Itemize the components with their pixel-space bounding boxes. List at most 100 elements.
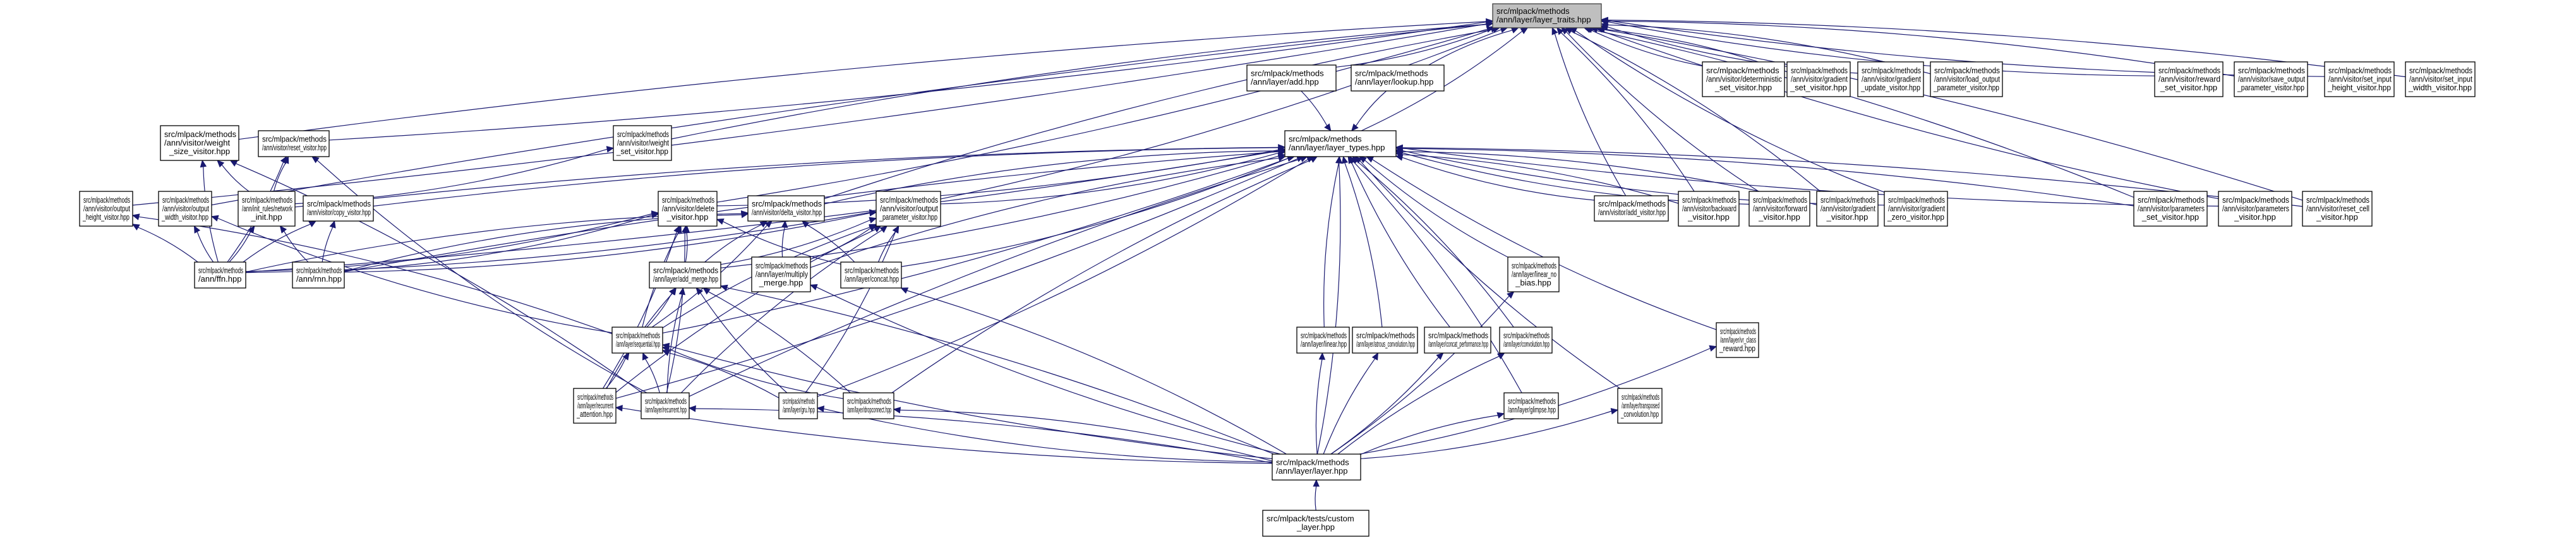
node-ffn[interactable]: src/mlpack/methods/ann/ffn.hpp <box>194 261 246 289</box>
node-output-width-visitor[interactable]: src/mlpack/methods/ann/visitor/output_wi… <box>158 191 212 227</box>
node-label-line: src/mlpack/tests/custom <box>1267 514 1354 524</box>
edge-layer-to-linear <box>1315 352 1326 455</box>
node-recurrent-attention[interactable]: src/mlpack/methods/ann/layer/recurrent_a… <box>573 388 617 424</box>
node-box <box>1507 256 1560 292</box>
edge-line <box>1360 411 1612 459</box>
node-reset-cell-visitor[interactable]: src/mlpack/methods/ann/visitor/reset_cel… <box>2302 191 2373 227</box>
node-label-line: /ann/init_rules/network <box>242 203 292 213</box>
edge-line <box>805 231 896 393</box>
node-label-line: /ann/visitor/parameters <box>2138 203 2205 213</box>
node-label-line: /ann/visitor/weight <box>164 138 230 147</box>
arrowhead-icon <box>217 160 225 168</box>
node-box <box>2133 191 2208 227</box>
arrowhead-icon <box>1354 156 1363 164</box>
node-label-line: /ann/visitor/gradient <box>1821 203 1875 213</box>
node-label-line: /ann/layer/add_merge.hpp <box>653 274 718 284</box>
node-gru[interactable]: src/mlpack/methods/ann/layer/gru.hpp <box>778 392 818 419</box>
node-concat[interactable]: src/mlpack/methods/ann/layer/concat.hpp <box>840 261 902 289</box>
node-label-line: _visitor.hpp <box>1687 212 1730 222</box>
edge-add_visitor-to-layer_traits <box>1551 27 1627 196</box>
node-network-init[interactable]: src/mlpack/methods/ann/init_rules/networ… <box>238 191 296 227</box>
node-add[interactable]: src/mlpack/methods/ann/layer/add.hpp <box>1246 64 1337 92</box>
edge-line <box>704 224 762 263</box>
node-copy-visitor[interactable]: src/mlpack/methods/ann/visitor/copy_visi… <box>303 195 374 222</box>
node-label-line: /ann/rnn.hpp <box>296 274 342 284</box>
node-label-line: src/mlpack/methods <box>2158 66 2220 75</box>
edge-line <box>1359 160 1620 389</box>
node-gradient-zero-visitor[interactable]: src/mlpack/methods/ann/visitor/gradient_… <box>1884 191 1948 227</box>
node-glimpse[interactable]: src/mlpack/methods/ann/layer/glimpse.hpp <box>1503 392 1559 419</box>
node-label-line: _width_visitor.hpp <box>2408 83 2472 92</box>
node-backward-visitor[interactable]: src/mlpack/methods/ann/visitor/backward_… <box>1678 191 1740 227</box>
edge-recurrent-to-output_parameter_visitor <box>680 225 888 393</box>
node-box <box>1786 61 1851 97</box>
node-output-parameter-visitor[interactable]: src/mlpack/methods/ann/visitor/output_pa… <box>876 191 941 227</box>
node-multiply-merge[interactable]: src/mlpack/methods/ann/layer/multiply_me… <box>751 256 811 292</box>
node-label-line: src/mlpack/methods <box>2138 195 2205 205</box>
edge-line <box>671 23 1487 140</box>
node-label-line: src/mlpack/methods <box>1821 195 1875 205</box>
arrowhead-icon <box>1366 156 1375 163</box>
node-gradient-set-visitor[interactable]: src/mlpack/methods/ann/visitor/gradient_… <box>1786 61 1851 97</box>
node-gradient-visitor[interactable]: src/mlpack/methods/ann/visitor/gradient_… <box>1816 191 1879 227</box>
node-box <box>258 130 330 157</box>
node-label-line: _zero_visitor.hpp <box>1887 212 1944 222</box>
node-reward-set-visitor[interactable]: src/mlpack/methods/ann/visitor/reward_se… <box>2154 61 2224 97</box>
node-layer[interactable]: src/mlpack/methods/ann/layer/layer.hpp <box>1272 453 1361 481</box>
node-label-line: src/mlpack/methods <box>1512 261 1556 270</box>
edge-line <box>824 28 1494 200</box>
node-concat-performance[interactable]: src/mlpack/methods/ann/layer/concat_perf… <box>1424 327 1491 354</box>
node-forward-visitor[interactable]: src/mlpack/methods/ann/visitor/forward_v… <box>1748 191 1810 227</box>
node-parameters-set-visitor[interactable]: src/mlpack/methods/ann/visitor/parameter… <box>2133 191 2208 227</box>
node-rnn[interactable]: src/mlpack/methods/ann/rnn.hpp <box>292 261 345 289</box>
node-transposed-convolution[interactable]: src/mlpack/methods/ann/layer/transposed_… <box>1617 388 1663 424</box>
node-weight-size-visitor[interactable]: src/mlpack/methods/ann/visitor/weight_si… <box>160 125 239 161</box>
node-convolution[interactable]: src/mlpack/methods/ann/layer/convolution… <box>1499 327 1553 354</box>
node-label-line: src/mlpack/methods <box>2306 195 2369 205</box>
node-weight-set-visitor[interactable]: src/mlpack/methods/ann/visitor/weight_se… <box>613 125 672 161</box>
edges-layer <box>131 16 2406 511</box>
node-delete-visitor[interactable]: src/mlpack/methods/ann/visitor/delete_vi… <box>658 191 718 227</box>
node-linear-no-bias[interactable]: src/mlpack/methods/ann/layer/linear_no_b… <box>1507 256 1560 292</box>
node-box <box>1296 327 1350 354</box>
node-box <box>238 191 296 227</box>
node-vr-class-reward[interactable]: src/mlpack/methods/ann/layer/vr_class_re… <box>1716 322 1759 358</box>
node-output-height-visitor[interactable]: src/mlpack/methods/ann/visitor/output_he… <box>79 191 133 227</box>
node-deterministic-set-visitor[interactable]: src/mlpack/methods/ann/visitor/determini… <box>1702 61 1785 97</box>
node-delta-visitor[interactable]: src/mlpack/methods/ann/visitor/delta_vis… <box>747 195 825 222</box>
node-layer-types[interactable]: src/mlpack/methods/ann/layer/layer_types… <box>1284 130 1397 157</box>
edge-lookup-to-layer_types <box>1351 90 1387 131</box>
node-parameters-visitor[interactable]: src/mlpack/methods/ann/visitor/parameter… <box>2218 191 2292 227</box>
node-gradient-update-visitor[interactable]: src/mlpack/methods/ann/visitor/gradient_… <box>1857 61 1924 97</box>
edge-line <box>322 227 334 263</box>
edge-line <box>666 294 683 393</box>
node-lookup[interactable]: src/mlpack/methods/ann/layer/lookup.hpp <box>1351 64 1445 92</box>
node-label-line: /ann/layer/layer_types.hpp <box>1289 143 1385 152</box>
node-load-output-parameter-visitor[interactable]: src/mlpack/methods/ann/visitor/load_outp… <box>1930 61 2003 97</box>
edge-recurrent-to-sequential <box>642 352 660 393</box>
node-dropconnect[interactable]: src/mlpack/methods/ann/layer/dropconnect… <box>843 392 894 419</box>
node-save-output-parameter-visitor[interactable]: src/mlpack/methods/ann/visitor/save_outp… <box>2234 61 2308 97</box>
node-add-visitor[interactable]: src/mlpack/methods/ann/visitor/add_visit… <box>1594 195 1669 222</box>
node-atrous-convolution[interactable]: src/mlpack/methods/ann/layer/atrous_conv… <box>1352 327 1418 354</box>
node-label-line: src/mlpack/methods <box>1720 327 1756 336</box>
node-recurrent[interactable]: src/mlpack/methods/ann/layer/recurrent.h… <box>641 392 690 419</box>
edge-line <box>900 409 1273 462</box>
node-box <box>1594 195 1669 222</box>
node-set-input-width-visitor[interactable]: src/mlpack/methods/ann/visitor/set_input… <box>2405 61 2476 97</box>
edge-backward_visitor-to-layer_traits <box>1556 27 1695 192</box>
node-reset-visitor[interactable]: src/mlpack/methods/ann/visitor/reset_vis… <box>258 130 330 157</box>
node-sequential[interactable]: src/mlpack/methods/ann/layer/sequential.… <box>611 327 663 354</box>
node-linear[interactable]: src/mlpack/methods/ann/layer/linear.hpp <box>1296 327 1350 354</box>
edge-line <box>1356 160 1514 328</box>
node-box <box>747 195 825 222</box>
node-custom-layer[interactable]: src/mlpack/tests/custom_layer.hpp <box>1262 510 1369 537</box>
edge-line <box>940 29 1502 200</box>
node-label-line: src/mlpack/methods <box>1276 458 1349 467</box>
node-add-merge[interactable]: src/mlpack/methods/ann/layer/add_merge.h… <box>649 261 721 289</box>
node-set-input-height-visitor[interactable]: src/mlpack/methods/ann/visitor/set_input… <box>2324 61 2395 97</box>
arrowhead-icon <box>702 287 711 295</box>
node-layer-traits[interactable]: src/mlpack/methods/ann/layer/layer_trait… <box>1492 3 1602 28</box>
arrowhead-icon <box>615 404 623 412</box>
edge-line <box>817 159 1308 397</box>
